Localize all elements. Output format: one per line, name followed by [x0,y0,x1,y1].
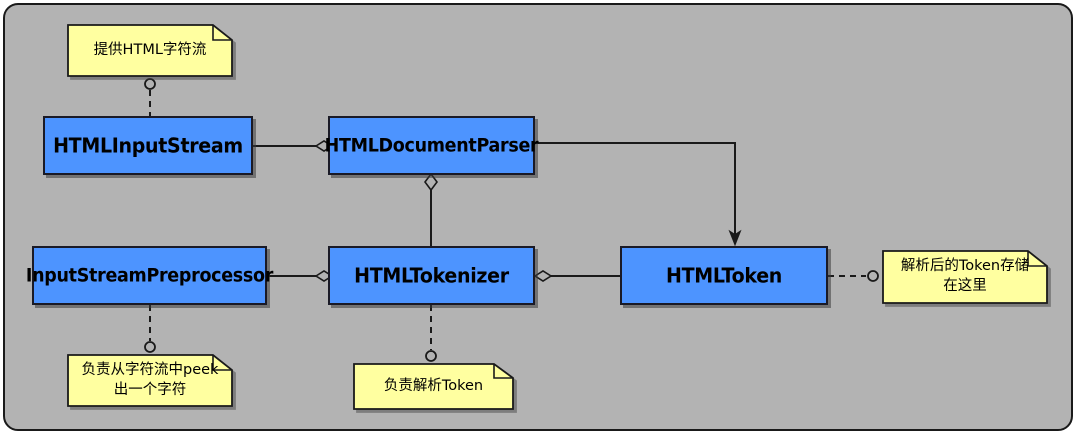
class-box-html-tokenizer[interactable]: HTMLTokenizer [328,246,535,305]
class-label-input-stream-preprocessor: InputStreamPreprocessor [25,264,274,287]
class-label-html-input-stream: HTMLInputStream [53,133,243,158]
note-line: 在这里 [943,278,987,294]
note-text-preprocessor: 负责从字符流中peek 出一个字符 [67,354,233,407]
class-label-html-document-parser: HTMLDocumentParser [324,134,539,157]
note-input-stream[interactable]: 提供HTML字符流 [67,24,233,77]
note-text-input-stream: 提供HTML字符流 [67,24,233,77]
class-box-html-input-stream[interactable]: HTMLInputStream [43,116,253,175]
note-line: 负责从字符流中peek [81,361,219,378]
note-preprocessor[interactable]: 负责从字符流中peek 出一个字符 [67,354,233,407]
note-line: 出一个字符 [113,381,187,398]
note-shape-preprocessor [67,354,233,407]
note-text-tokenizer: 负责解析Token [353,363,514,410]
class-box-html-token[interactable]: HTMLToken [620,246,828,305]
note-line: 解析后的Token存储 [900,258,1030,275]
note-text-token: 解析后的Token存储 在这里 [882,250,1048,304]
note-shape-input-stream [67,24,233,77]
class-label-html-tokenizer: HTMLTokenizer [354,263,509,288]
class-box-input-stream-preprocessor[interactable]: InputStreamPreprocessor [26,246,273,305]
note-line: 负责解析Token [383,377,484,394]
note-shape-token [882,250,1048,304]
note-token[interactable]: 解析后的Token存储 在这里 [882,250,1048,304]
note-line: 提供HTML字符流 [93,41,207,58]
class-label-html-token: HTMLToken [665,263,783,288]
class-box-html-document-parser[interactable]: HTMLDocumentParser [325,116,539,175]
note-tokenizer[interactable]: 负责解析Token [353,363,514,410]
note-shape-tokenizer [353,363,514,410]
